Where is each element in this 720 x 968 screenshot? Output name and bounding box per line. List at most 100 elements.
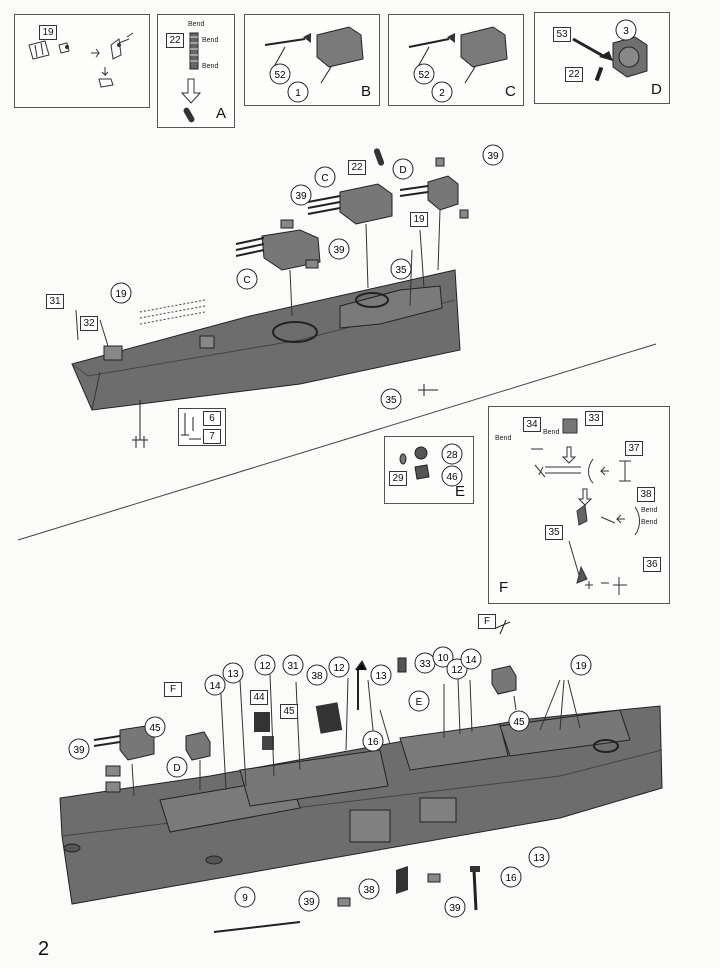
part-tag: 32 — [80, 316, 98, 331]
callout-circle: 14 — [460, 648, 482, 670]
callout-circle: 39 — [298, 890, 320, 912]
boat-davit-drawing — [531, 418, 640, 595]
callout-circle: 16 — [500, 866, 522, 888]
anchor-detail-drawing — [181, 413, 201, 440]
callout-circle: 14 — [204, 674, 226, 696]
callout-circle: 13 — [528, 846, 550, 868]
callout-circle: 12 — [254, 654, 276, 676]
callout-circle: 35 — [380, 388, 402, 410]
callout-number: 39 — [295, 191, 307, 202]
part-tag: 19 — [39, 25, 57, 40]
anchor-detail-box: 6 7 — [178, 408, 226, 446]
callout-number: 33 — [419, 659, 431, 670]
callout-circle: 31 — [282, 654, 304, 676]
part-tag: 31 — [46, 294, 64, 309]
callout-circle: 19 — [570, 654, 592, 676]
panel-letter: D — [651, 81, 662, 98]
callout-circle: 39 — [482, 144, 504, 166]
callout-number: 38 — [363, 885, 375, 896]
bow-hull-step-drawing — [71, 148, 469, 448]
callout-number: 13 — [375, 671, 387, 682]
callout-circle: 39 — [68, 738, 90, 760]
callout-circle: D — [166, 756, 188, 778]
bend-note: Bend — [641, 519, 658, 526]
callout-number: 39 — [487, 151, 499, 162]
callout-number: 13 — [533, 853, 545, 864]
callout-circle: 13 — [370, 664, 392, 686]
callout-number: 19 — [575, 661, 587, 672]
callout-number: 46 — [446, 472, 458, 483]
callout-circle: D — [392, 158, 414, 180]
callout-number: 12 — [451, 665, 463, 676]
callout-number: 31 — [287, 661, 299, 672]
turret-1-drawing — [264, 26, 364, 84]
turret-2-drawing — [408, 26, 508, 84]
bend-note: Bend — [202, 63, 219, 70]
callout-number: 14 — [465, 655, 477, 666]
callout-number: 39 — [303, 897, 315, 908]
part-tag: 33 — [585, 411, 603, 426]
panel-letter: F — [499, 579, 509, 596]
part-tag: 35 — [545, 525, 563, 540]
part-tag: 22 — [348, 160, 366, 175]
subassembly-letter-callout: C — [243, 275, 250, 286]
callout-number: 35 — [385, 395, 397, 406]
callout-number: 45 — [513, 717, 525, 728]
step-divider-line — [17, 343, 657, 541]
part-tag: 22 — [565, 67, 583, 82]
panel-subassembly-c: 52 2 C — [388, 14, 524, 106]
panel-letter: C — [505, 83, 516, 100]
callout-circle: 39 — [328, 238, 350, 260]
callout-circle: 46 — [441, 465, 463, 487]
callout-number: 1 — [295, 88, 301, 99]
part-tag: 36 — [643, 557, 661, 572]
callout-circle: 38 — [358, 878, 380, 900]
callout-number: 39 — [333, 245, 345, 256]
part-tag: 29 — [389, 471, 407, 486]
panel-bridge-assembly: 19 — [14, 14, 150, 108]
panel-letter: E — [455, 483, 466, 500]
subassembly-letter-callout: E — [416, 697, 423, 708]
callout-number: 39 — [449, 903, 461, 914]
callout-circle: 52 — [413, 63, 435, 85]
callout-number: 39 — [73, 745, 85, 756]
callout-circle: 19 — [110, 282, 132, 304]
callout-circle: C — [314, 166, 336, 188]
callout-number: 12 — [259, 661, 271, 672]
panel-letter: B — [361, 83, 372, 100]
callout-number: 12 — [333, 663, 345, 674]
part-tag: 37 — [625, 441, 643, 456]
callout-number: 3 — [623, 26, 629, 37]
callout-circle: E — [408, 690, 430, 712]
callout-circle: 2 — [431, 81, 453, 103]
callout-number: 9 — [242, 893, 248, 904]
part-tag: 22 — [166, 33, 184, 48]
callout-number: 19 — [115, 289, 127, 300]
callout-circle: 12 — [328, 656, 350, 678]
callout-circle: C — [236, 268, 258, 290]
part-tag: F — [478, 614, 496, 629]
part-tag: 44 — [250, 690, 268, 705]
bend-note: Bend — [188, 21, 205, 28]
bend-note: Bend — [495, 435, 512, 442]
callout-circle: 38 — [306, 664, 328, 686]
panel-subassembly-d: 53 3 22 D — [534, 12, 670, 104]
turret-3-drawing — [572, 36, 648, 82]
panel-subassembly-e: 28 29 46 E — [384, 436, 474, 504]
callout-circle: 39 — [444, 896, 466, 918]
part-tag: 45 — [280, 704, 298, 719]
callout-number: 28 — [446, 450, 458, 461]
subassembly-letter-callout: C — [321, 173, 328, 184]
part-tag: 38 — [637, 487, 655, 502]
bend-note: Bend — [641, 507, 658, 514]
part-tag: 6 — [203, 411, 221, 426]
part-tag: 19 — [410, 212, 428, 227]
searchlight-drawing — [399, 446, 430, 480]
callout-number: 16 — [505, 873, 517, 884]
callout-circle: 45 — [144, 716, 166, 738]
subassembly-letter-callout: D — [399, 165, 406, 176]
callout-circle: 1 — [287, 81, 309, 103]
callout-number: 13 — [227, 669, 239, 680]
stern-hull-step-drawing — [59, 619, 663, 933]
